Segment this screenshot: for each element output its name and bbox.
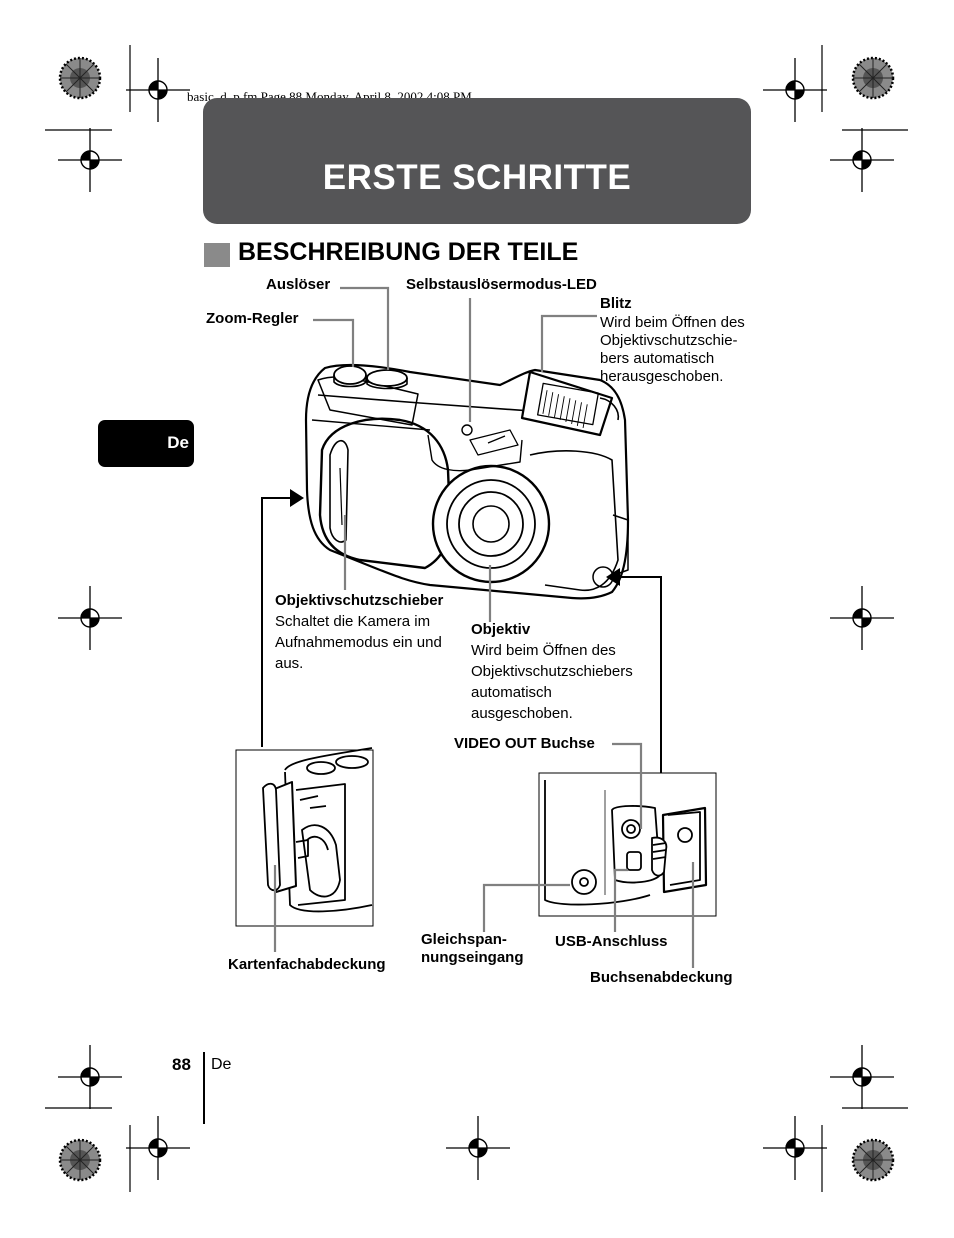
page-number-divider bbox=[203, 1052, 205, 1124]
footer-language: De bbox=[211, 1056, 232, 1073]
label-usb-anschluss: USB-Anschluss bbox=[555, 933, 668, 950]
crop-marks bbox=[45, 45, 908, 1192]
color-target-icon bbox=[58, 56, 102, 100]
registration-mark-icon bbox=[829, 127, 895, 193]
card-cover-detail-drawing bbox=[235, 747, 374, 927]
language-tab bbox=[98, 420, 194, 467]
blitz-description-line: Wird beim Öffnen des bbox=[600, 314, 745, 331]
chapter-banner bbox=[203, 98, 751, 224]
callout-objektiv: Objektiv Wird beim Öffnen des Objektivsc… bbox=[471, 619, 633, 724]
detail-arrows bbox=[261, 489, 662, 775]
schieber-description-line: Aufnahmemodus ein und bbox=[275, 634, 442, 651]
label-objektiv: Objektiv bbox=[471, 621, 531, 638]
label-gleichspannung-line: nungseingang bbox=[421, 949, 524, 966]
registration-mark-icon bbox=[762, 1115, 828, 1181]
language-tab-label: De bbox=[167, 433, 189, 452]
registration-mark-icon bbox=[57, 127, 123, 193]
leader-lines-main bbox=[313, 286, 597, 622]
label-video-out: VIDEO OUT Buchse bbox=[454, 735, 595, 752]
section-title: BESCHREIBUNG DER TEILE bbox=[238, 238, 579, 266]
blitz-description-line: Objektivschutzschie- bbox=[600, 332, 738, 349]
registration-mark-icon bbox=[829, 1044, 895, 1110]
label-kartenfachabdeckung: Kartenfachabdeckung bbox=[228, 956, 386, 973]
leader-lines-connectors bbox=[482, 742, 695, 968]
label-buchsenabdeckung: Buchsenabdeckung bbox=[590, 969, 733, 986]
callout-blitz: Blitz Wird beim Öffnen des Objektivschut… bbox=[600, 293, 745, 386]
label-ausloeser: Auslöser bbox=[266, 276, 331, 293]
registration-mark-icon bbox=[125, 1115, 191, 1181]
label-gleichspannung-line: Gleichspan- bbox=[421, 931, 507, 948]
schieber-description-line: aus. bbox=[275, 655, 304, 672]
objektiv-description-line: Objektivschutzschiebers bbox=[471, 663, 633, 680]
color-target-icon bbox=[851, 1138, 895, 1182]
registration-mark-icon bbox=[57, 1044, 123, 1110]
objektiv-description-line: automatisch bbox=[471, 684, 552, 701]
schieber-description-line: Schaltet die Kamera im bbox=[275, 613, 431, 630]
color-target-icon bbox=[851, 56, 895, 100]
label-objektivschutzschieber: Objektivschutzschieber bbox=[275, 592, 444, 609]
registration-mark-icon bbox=[57, 585, 123, 651]
registration-mark-icon bbox=[125, 57, 191, 123]
section-marker-icon bbox=[204, 243, 230, 267]
label-selbstausloeser-led: Selbstauslösermodus-LED bbox=[406, 276, 597, 293]
registration-mark-icon bbox=[762, 57, 828, 123]
objektiv-description-line: ausgeschoben. bbox=[471, 705, 573, 722]
objektiv-description-line: Wird beim Öffnen des bbox=[471, 642, 616, 659]
page-number: 88 bbox=[172, 1055, 191, 1074]
color-target-icon bbox=[58, 1138, 102, 1182]
blitz-description-line: herausgeschoben. bbox=[600, 368, 724, 385]
label-zoom: Zoom-Regler bbox=[206, 310, 299, 327]
connector-detail-drawing bbox=[538, 772, 717, 917]
camera-front-drawing bbox=[304, 363, 630, 600]
registration-mark-icon bbox=[445, 1115, 511, 1181]
blitz-description-line: bers automatisch bbox=[600, 350, 715, 367]
callout-objektivschutzschieber: Objektivschutzschieber Schaltet die Kame… bbox=[275, 590, 443, 674]
callout-gleichspannung: Gleichspan- nungseingang bbox=[421, 931, 524, 967]
registration-mark-icon bbox=[829, 585, 895, 651]
label-blitz: Blitz bbox=[600, 295, 632, 312]
chapter-title: ERSTE SCHRITTE bbox=[322, 158, 632, 197]
